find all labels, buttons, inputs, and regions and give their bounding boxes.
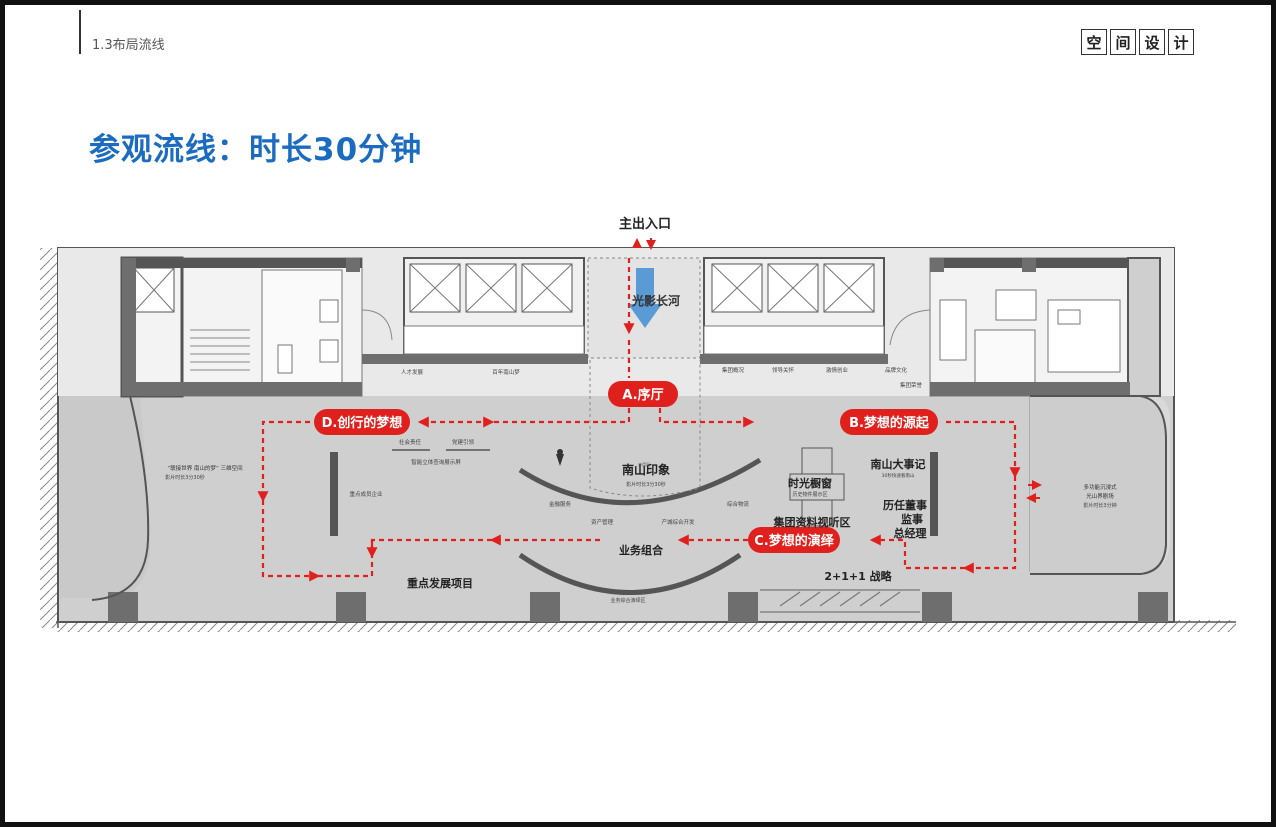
space-3d-sub: 影片时长3分30秒	[165, 474, 205, 481]
stop-c-label: C.梦想的演绎	[754, 533, 834, 549]
badge-char: 空	[1081, 29, 1107, 55]
stop-c: C.梦想的演绎	[748, 527, 840, 553]
key-enterprises-label: 重点成员企业	[349, 490, 383, 498]
badge-char: 计	[1168, 29, 1194, 55]
left-elevator-bank	[403, 257, 585, 359]
stop-b-label: B.梦想的源起	[849, 415, 930, 431]
chairmen-label-1: 历任董事	[883, 498, 927, 512]
stop-d: D.创行的梦想	[314, 409, 410, 435]
time-window-sub: 历史物件展示区	[792, 491, 827, 498]
stop-b: B.梦想的源起	[840, 409, 938, 435]
structural-walls	[108, 258, 1168, 622]
logistics-label: 综合物流	[727, 500, 750, 508]
nanshan-impression-label: 南山印象	[622, 462, 670, 477]
right-core-block	[889, 257, 1161, 397]
strategy-label: 2+1+1 战略	[824, 569, 892, 583]
smart-screen-label: 智能立体查询展示屏	[411, 458, 461, 466]
key-projects-label: 重点发展项目	[407, 576, 473, 590]
time-window-grid	[789, 447, 845, 527]
nanshan-events-label: 南山大事记	[871, 457, 926, 471]
visit-route	[257, 258, 1021, 582]
business-sandbox-label: 业务综合演绎区	[610, 597, 645, 604]
time-window-label: 时光橱窗	[788, 476, 832, 490]
light-river-arrow	[628, 268, 662, 328]
left-exterior-hatch	[40, 248, 59, 628]
section-label: 1.3布局流线	[92, 38, 165, 53]
chairmen-label-2: 监事	[901, 512, 923, 526]
right-elevator-bank	[703, 257, 885, 359]
nanshan-events-sub: 30秒快速看南山	[882, 472, 915, 479]
business-group-label: 业务组合	[619, 543, 664, 557]
entrance-arrows-icon	[632, 238, 656, 250]
arc-top-label: 沙盘区	[638, 461, 650, 467]
finance-label: 金融服务	[549, 500, 572, 508]
group-honor-label: 集团荣誉	[900, 381, 923, 389]
bottom-ramp	[760, 589, 920, 613]
section-divider	[79, 10, 81, 54]
stop-a: A.序厅	[608, 381, 678, 407]
badge-char: 间	[1110, 29, 1136, 55]
nanshan-impression-sub: 影片时长3分30秒	[626, 481, 666, 488]
stop-a-label: A.序厅	[622, 387, 663, 403]
entrance-label: 主出入口	[619, 216, 671, 232]
century-label: 百年南山梦	[492, 368, 520, 376]
theater-label-2: 光山界剧场	[1086, 492, 1114, 500]
talent-label: 人才发展	[401, 368, 424, 376]
archive-area-label: 集团资料视听区	[773, 515, 851, 529]
space-3d-label: “联接世界 南山的梦” 三维空间	[167, 464, 242, 472]
left-core-block	[120, 256, 393, 398]
page-title: 参观流线：时长30分钟	[89, 132, 423, 168]
asset-management-label: 资产管理	[591, 518, 614, 526]
group-overview-label: 集团概况	[722, 366, 745, 374]
badge-char: 设	[1139, 29, 1165, 55]
chairmen-label-3: 总经理	[894, 526, 927, 540]
theater-arrows-icon	[1026, 480, 1042, 503]
industry-development-label: 产城综合开发	[661, 518, 695, 526]
social-responsibility-label: 社会责任	[399, 438, 422, 446]
space-design-badge: 空 间 设 计	[1081, 29, 1194, 55]
light-river-label: 光影长河	[631, 293, 680, 308]
leader-care-label: 领导关怀	[772, 366, 795, 374]
lamp-icon	[556, 449, 564, 466]
party-lead-label: 党建引领	[452, 438, 475, 446]
brand-culture-label: 品牌文化	[885, 366, 908, 374]
theater-label-1: 多功能沉浸式	[1083, 483, 1117, 491]
innovation-label: 激情创业	[826, 366, 849, 374]
stop-d-label: D.创行的梦想	[322, 415, 403, 431]
theater-label-3: 影片时长3分钟	[1083, 502, 1116, 509]
